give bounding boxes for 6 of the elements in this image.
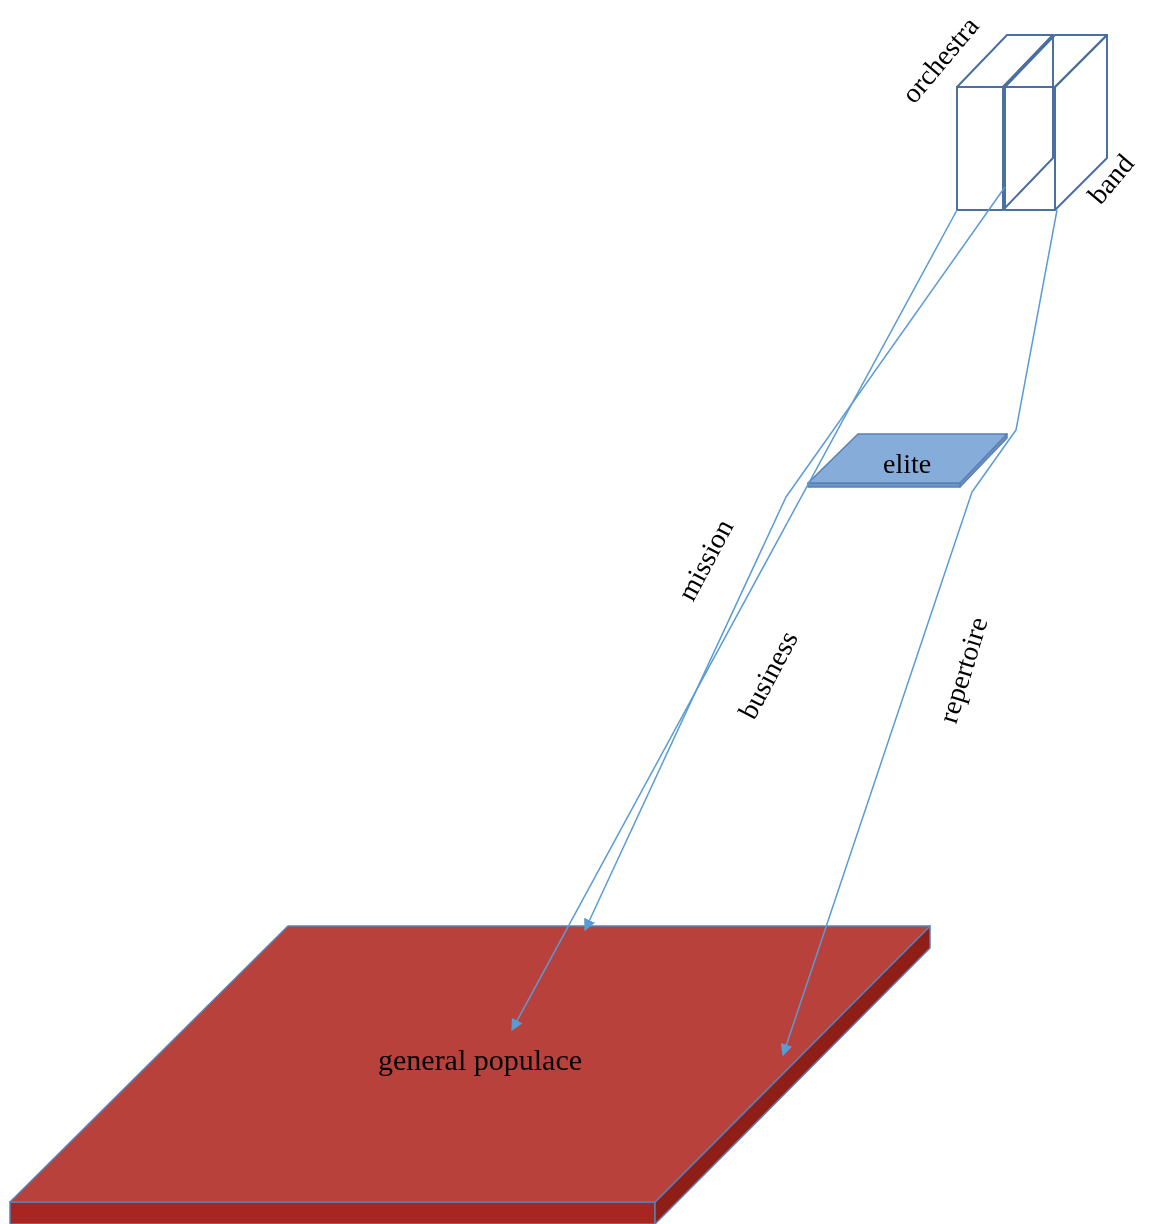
edge-label: repertoire (933, 613, 993, 727)
arrow (511, 209, 958, 1032)
arrow (780, 209, 1058, 1057)
arrow (584, 186, 1006, 932)
node-label: general populace (378, 1045, 583, 1075)
node-label: elite (883, 450, 932, 478)
